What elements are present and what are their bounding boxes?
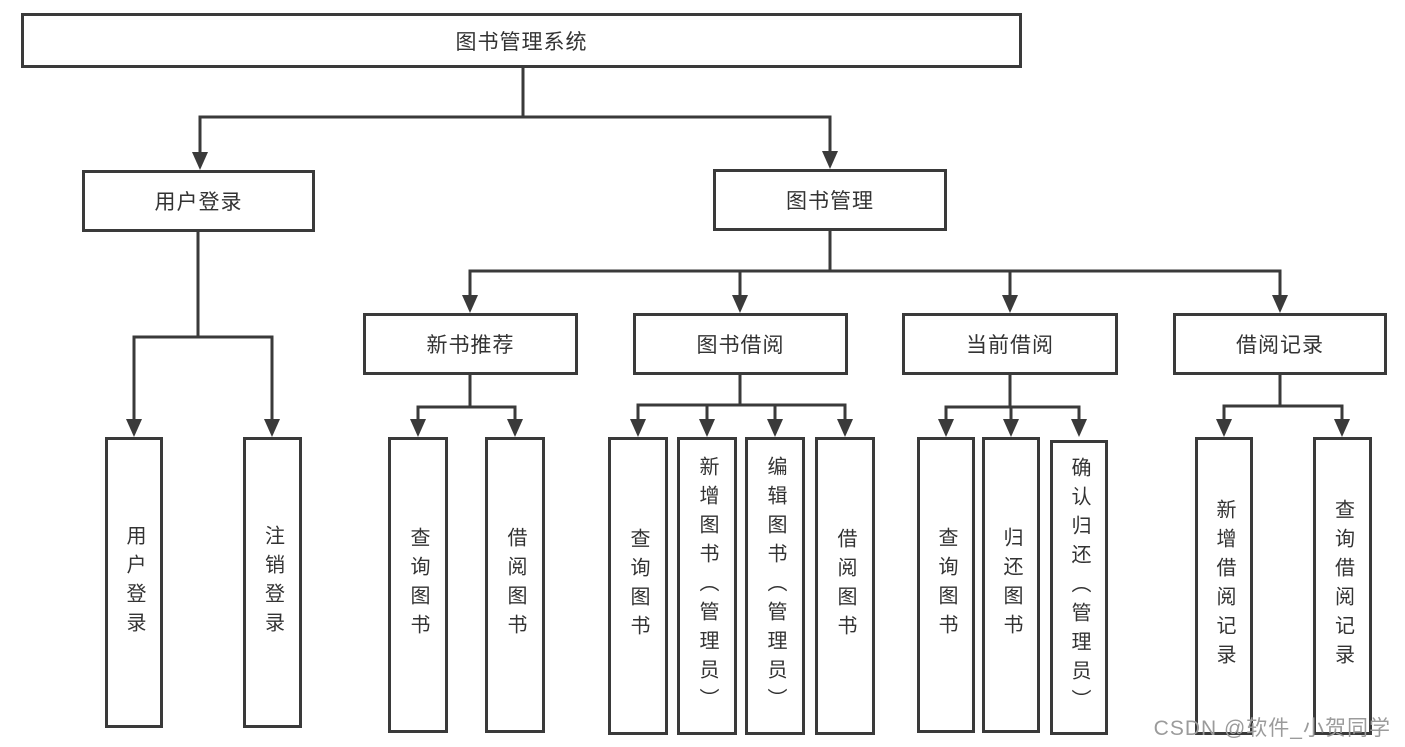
arrow-book-mgmt [822,151,838,169]
leaf-user-login: 用户登录 [105,437,163,728]
arrow-leaf-user-login [126,419,142,437]
node-user-login: 用户登录 [82,170,315,232]
leaf-br-query-record: 查询借阅记录 [1313,437,1372,735]
arrow-leaf-cb-return [1003,419,1019,437]
leaf-cb-return-books: 归还图书 [982,437,1040,733]
arrow-leaf-cb-confirm [1071,419,1087,437]
arrow-current-borrow [1002,295,1018,313]
node-root-system: 图书管理系统 [21,13,1022,68]
node-book-management: 图书管理 [713,169,947,231]
leaf-bb-add-books-admin: 新增图书（管理员） [677,437,737,735]
leaf-rec-query-books: 查询图书 [388,437,448,733]
arrow-leaf-br-query [1334,419,1350,437]
arrow-leaf-rec-query [410,419,426,437]
arrow-leaf-cb-query [938,419,954,437]
connector-book-borrow-rail [636,403,847,424]
leaf-bb-edit-books-admin: 编辑图书（管理员） [745,437,805,735]
arrow-leaf-bb-query [630,419,646,437]
node-new-book-recommend: 新书推荐 [363,313,578,375]
arrow-user-login [192,152,208,170]
node-current-borrowing: 当前借阅 [902,313,1118,375]
connector-borrow-records-rail [1222,404,1344,424]
arrow-leaf-logout [264,419,280,437]
arrow-leaf-bb-borrow [837,419,853,437]
leaf-bb-borrow-books: 借阅图书 [815,437,875,735]
arrow-leaf-bb-add [699,419,715,437]
node-borrowing-records: 借阅记录 [1173,313,1387,375]
leaf-rec-borrow-books: 借阅图书 [485,437,545,733]
connector-new-book-rail [416,405,517,424]
arrow-leaf-br-add [1216,419,1232,437]
leaf-cb-confirm-return-admin: 确认归还（管理员） [1050,440,1108,735]
arrow-leaf-rec-borrow [507,419,523,437]
leaf-br-add-record: 新增借阅记录 [1195,437,1253,735]
node-book-borrowing: 图书借阅 [633,313,848,375]
arrow-borrow-records [1272,295,1288,313]
arrow-book-borrow [732,295,748,313]
connector-user-login-rail [132,335,274,424]
connector-level3-rail [468,269,1282,298]
leaf-cb-query-books: 查询图书 [917,437,975,733]
arrow-new-book [462,295,478,313]
leaf-bb-query-books: 查询图书 [608,437,668,735]
connector-level2-rail [198,115,832,154]
csdn-watermark: CSDN @软件_小贺同学 [1153,717,1391,740]
arrow-leaf-bb-edit [767,419,783,437]
leaf-logout: 注销登录 [243,437,302,728]
